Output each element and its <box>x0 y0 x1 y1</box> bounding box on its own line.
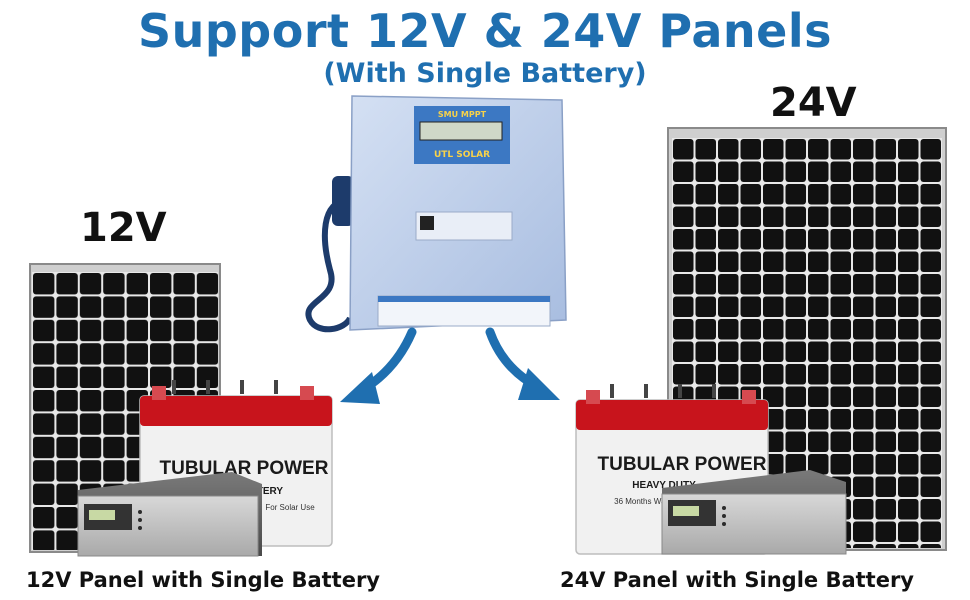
controller-model-text: SMU MPPT <box>438 110 487 119</box>
battery-left-sub: For Solar Use <box>265 503 315 512</box>
arrow-to-12v <box>340 327 417 404</box>
page-title: Support 12V & 24V Panels <box>137 4 833 58</box>
battery-right-brand: TUBULAR POWER <box>598 454 767 475</box>
caption-12v: 12V Panel with Single Battery <box>26 568 380 592</box>
inverter-right <box>661 470 847 555</box>
battery-left-brand: TUBULAR POWER <box>160 458 329 479</box>
panel-12v-label: 12V <box>80 205 167 251</box>
arrow-to-24v <box>485 327 560 400</box>
page-subtitle: (With Single Battery) <box>323 58 647 89</box>
controller-cable <box>305 176 354 333</box>
mppt-controller: SMU MPPT UTL SOLAR <box>349 95 567 331</box>
battery-right-sub: 36 Months Warranty <box>614 497 686 506</box>
panel-24v-label: 24V <box>770 80 857 126</box>
inverter-left <box>77 472 262 557</box>
solar-panel-24v <box>667 127 947 551</box>
caption-24v: 24V Panel with Single Battery <box>560 568 914 592</box>
controller-brand-text: UTL SOLAR <box>434 150 490 160</box>
battery-right-tag: HEAVY DUTY <box>632 480 696 491</box>
